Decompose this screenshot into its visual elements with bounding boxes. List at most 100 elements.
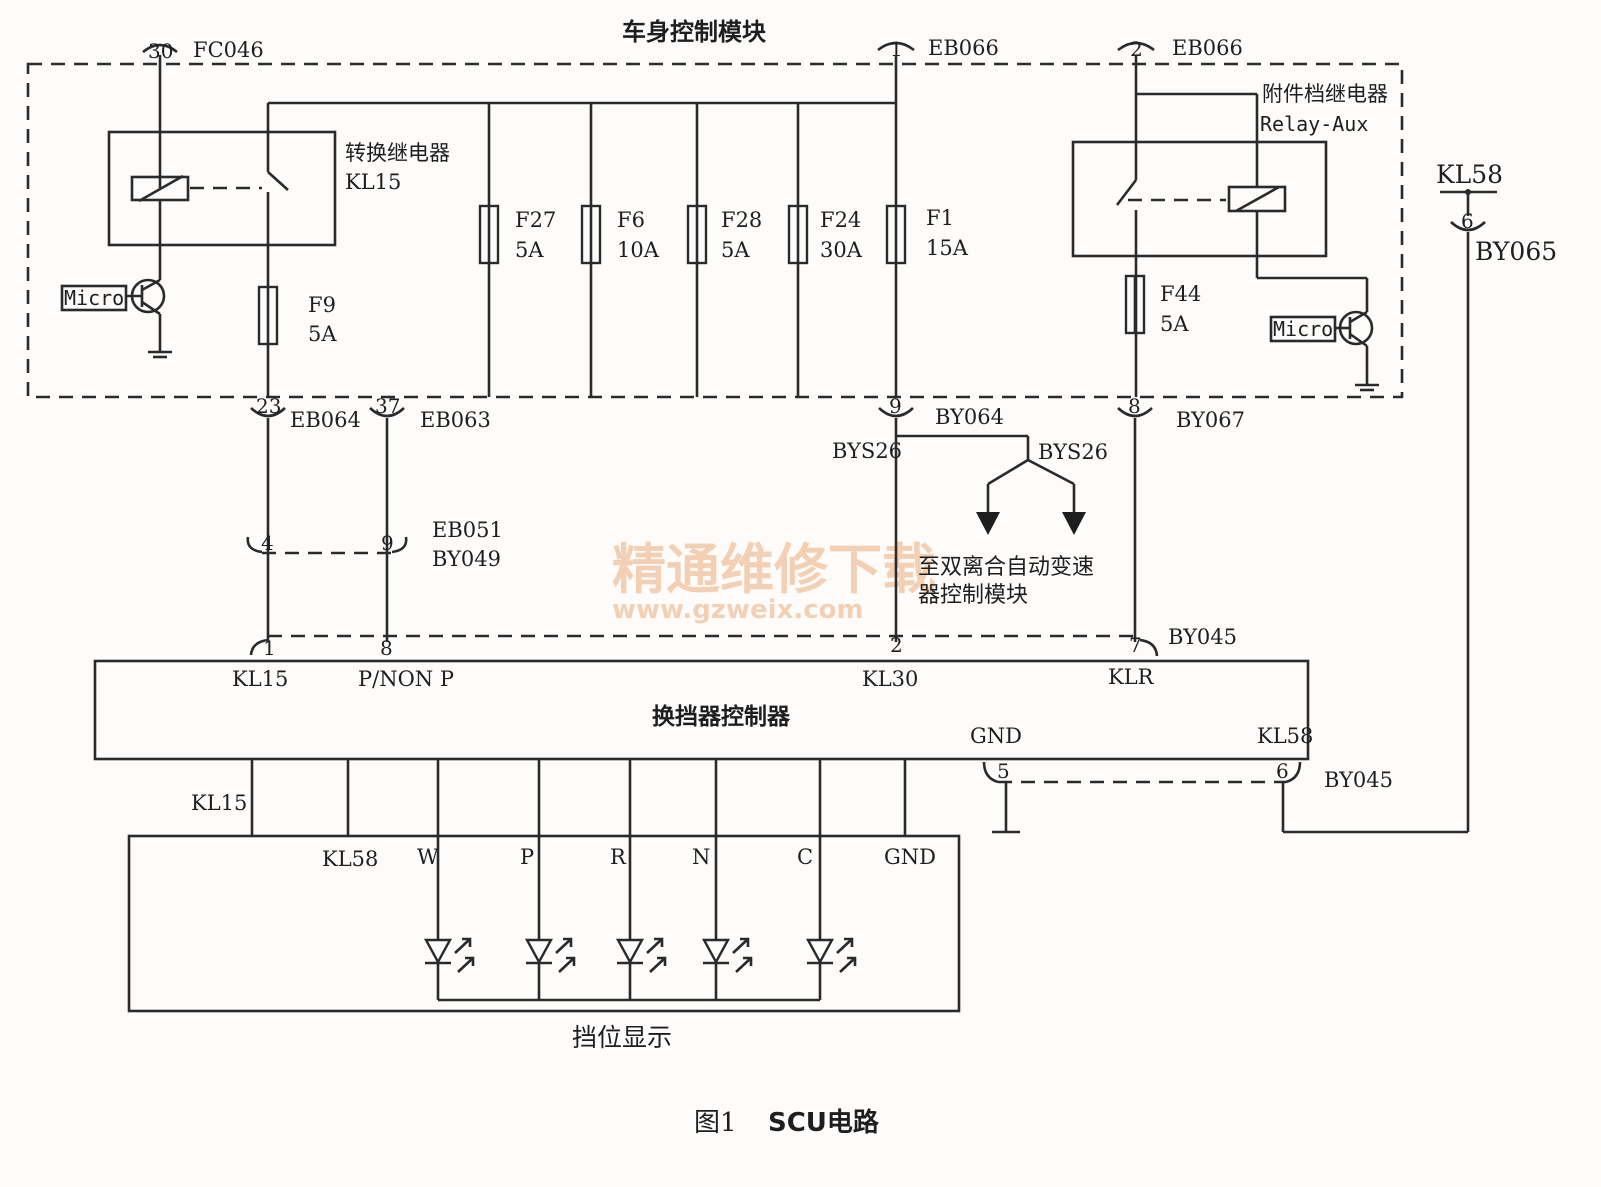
svg-text:P/NON P: P/NON P [358,667,454,691]
pin-by067: 8 BY067 [1117,394,1245,642]
svg-text:GND: GND [970,724,1022,748]
led-c-icon [805,836,857,1000]
micro-label-right: Micro [1273,317,1333,341]
svg-text:37: 37 [375,394,400,418]
svg-text:KL58: KL58 [1436,160,1503,189]
destination-line2: 器控制模块 [918,583,1028,608]
destination-line1: 至双离合自动变速 [918,555,1094,580]
inline-connector-eb051: 4 9 EB051 BY049 [246,518,503,571]
svg-text:6: 6 [1276,759,1289,783]
svg-text:23: 23 [256,394,281,418]
svg-text:10A: 10A [617,238,660,262]
led-n-icon [701,836,753,1000]
connector-eb066-2: 2 EB066 [1117,36,1243,61]
svg-text:KL15: KL15 [232,667,288,691]
figure-number: 图1 [694,1108,737,1138]
svg-text:KL58: KL58 [322,847,378,871]
display-kl15-label: KL15 [191,791,247,815]
svg-text:30A: 30A [820,238,863,262]
controller-bottom-connector: 5 6 BY045 [982,759,1393,834]
svg-text:BY049: BY049 [432,547,501,571]
svg-text:BY065: BY065 [1475,237,1557,266]
display-name: 挡位显示 [572,1023,672,1052]
svg-text:F27: F27 [515,208,556,232]
svg-text:5: 5 [997,759,1010,783]
svg-text:EB063: EB063 [420,408,491,432]
shift-controller: KL15 P/NON P KL30 KLR 换挡器控制器 GND KL58 [93,659,1313,761]
svg-text:BY045: BY045 [1324,768,1393,792]
svg-text:EB066: EB066 [928,36,999,60]
controller-connector-top: BY045 [1168,625,1237,649]
svg-text:BYS26: BYS26 [1038,440,1108,464]
kl58-source: KL58 6 BY065 [1283,160,1557,834]
aux-relay: 附件档继电器 Relay-Aux [1071,55,1388,397]
svg-text:FC046: FC046 [193,38,264,62]
svg-text:5A: 5A [308,322,337,346]
svg-text:7: 7 [1129,633,1142,657]
figure-title: SCU电路 [768,1107,880,1138]
watermark-text: 精通维修下载 [612,538,936,601]
bcm-title: 车身控制模块 [622,18,766,46]
svg-text:KLR: KLR [1108,665,1155,689]
body-control-module-border [26,62,1404,399]
svg-text:9: 9 [889,394,902,418]
svg-text:R: R [610,845,627,869]
micro-label-left: Micro [64,286,124,310]
svg-text:1: 1 [263,636,276,660]
svg-text:W: W [417,845,439,869]
connector-fc046: 30 FC046 [142,38,264,188]
led-p-icon [524,836,576,1000]
svg-text:C: C [797,845,813,869]
controller-name: 换挡器控制器 [652,703,791,730]
connector-eb066-1: 1 EB066 [877,36,999,61]
svg-text:5A: 5A [515,238,544,262]
svg-text:2: 2 [890,633,903,657]
svg-text:9: 9 [381,531,394,555]
splice-bys26: BYS26 BYS26 至双离合自动变速 器控制模块 [832,434,1108,608]
pin-by064: 9 BY064 [878,394,1004,642]
micro-transistor-left: Micro [60,200,172,359]
svg-text:F6: F6 [617,208,645,232]
svg-text:EB051: EB051 [432,518,503,542]
svg-text:BY064: BY064 [935,405,1004,429]
svg-text:P: P [520,845,534,869]
svg-text:2: 2 [1130,37,1143,61]
svg-text:BYS26: BYS26 [832,439,902,463]
svg-text:F28: F28 [721,208,762,232]
svg-text:KL30: KL30 [862,667,918,691]
led-r-icon [615,836,667,1000]
svg-text:15A: 15A [926,236,969,260]
svg-text:F9: F9 [308,293,336,317]
micro-transistor-right: Micro [1269,310,1379,392]
pin-eb063: 37 EB063 [369,394,491,642]
gear-display: KL58 W P R N C GND 挡位显示 [127,834,961,1052]
svg-text:8: 8 [380,636,393,660]
aux-relay-code: Relay-Aux [1260,112,1368,136]
svg-text:F44: F44 [1160,282,1201,306]
svg-text:6: 6 [1461,209,1474,233]
svg-text:KL58: KL58 [1257,724,1313,748]
svg-text:5A: 5A [1160,312,1189,336]
svg-text:F24: F24 [820,208,861,232]
pin-eb064: 23 EB064 [250,394,361,642]
switch-relay-name: 转换继电器 [345,141,450,165]
svg-text:GND: GND [884,845,936,869]
led-group [423,836,857,1000]
svg-text:EB066: EB066 [1172,36,1243,60]
svg-text:8: 8 [1128,394,1141,418]
switch-relay-kl15: 转换继电器 KL15 [107,130,450,397]
svg-text:N: N [692,845,710,869]
svg-text:F1: F1 [926,206,954,230]
watermark-url: www.gzweix.com [612,595,864,625]
aux-relay-name: 附件档继电器 [1262,82,1388,106]
svg-text:5A: 5A [721,238,750,262]
svg-text:4: 4 [261,531,274,555]
led-w-icon [423,836,475,1000]
